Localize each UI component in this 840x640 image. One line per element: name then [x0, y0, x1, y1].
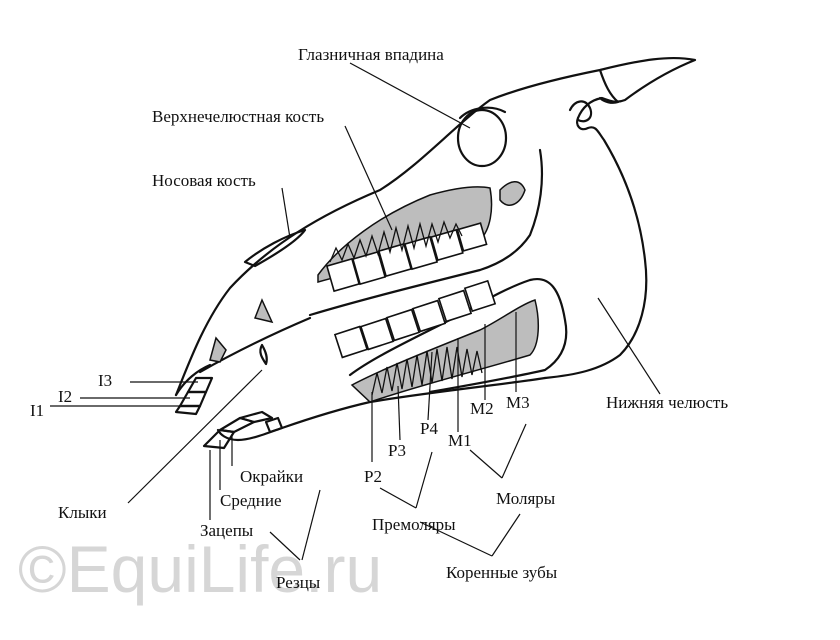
- orbit-rim: [458, 106, 507, 120]
- temporal-fossa: [499, 181, 526, 206]
- canine-tooth: [259, 343, 268, 366]
- label-p3: P3: [388, 441, 406, 460]
- label-m2: M2: [470, 399, 494, 418]
- label-p2: P2: [364, 467, 382, 486]
- leader-premolars-1: [379, 487, 417, 509]
- palate-line: [198, 316, 312, 374]
- leader-p4: [427, 351, 433, 421]
- mandible-outline: [216, 376, 547, 442]
- occipital-outline: [543, 116, 648, 380]
- label-i2: I2: [58, 387, 72, 406]
- upper-incisors: [174, 376, 214, 416]
- facial-crest: [308, 148, 544, 317]
- leader-reztsy-1: [269, 531, 301, 561]
- leader-molars-1: [469, 449, 503, 479]
- leader-maxilla: [344, 125, 393, 231]
- muzzle-upper: [174, 363, 212, 397]
- nasal-bone: [243, 228, 307, 268]
- upper-roots: [329, 219, 463, 263]
- leader-cheek-1: [419, 521, 493, 557]
- leader-p3: [397, 385, 401, 441]
- leader-mandible: [597, 297, 661, 395]
- leader-orbit: [349, 62, 471, 129]
- label-mandible: Нижняя челюсть: [606, 393, 728, 412]
- label-okrayki: Окрайки: [240, 467, 303, 486]
- label-maxilla: Верхнечелюстная кость: [152, 107, 324, 126]
- label-zatsepy: Зацепы: [200, 521, 254, 540]
- label-i3: I3: [98, 371, 112, 390]
- incisive-notch: [209, 336, 227, 363]
- condyle: [568, 100, 593, 123]
- label-nasal: Носовая кость: [152, 171, 256, 190]
- leader-canines: [127, 369, 263, 504]
- leader-nasal: [281, 187, 291, 239]
- label-reztsy: Резцы: [276, 573, 321, 592]
- orbit: [456, 108, 508, 168]
- leader-molars-2: [501, 423, 527, 479]
- label-orbit: Глазничная впадина: [298, 45, 444, 64]
- nasal-notch: [253, 298, 274, 324]
- label-srednie: Средние: [220, 491, 282, 510]
- lower-roots: [371, 346, 483, 396]
- lower-incisors: [202, 410, 284, 450]
- upper-cheek-teeth: [325, 222, 488, 293]
- leader-cheek-2: [491, 513, 521, 557]
- label-i1: I1: [30, 401, 44, 420]
- poll-process: [598, 68, 620, 104]
- mandible-inner: [348, 277, 568, 394]
- leader-premolars-2: [415, 451, 433, 509]
- label-premolars: Премоляры: [372, 515, 456, 534]
- lower-cheek-teeth: [333, 279, 497, 359]
- label-m1: M1: [448, 431, 472, 450]
- lower-teeth-root-region: [350, 299, 540, 403]
- label-molars: Моляры: [496, 489, 556, 508]
- watermark: ©EquiLife.ru: [18, 532, 382, 606]
- label-m3: M3: [506, 393, 530, 412]
- label-canines: Клыки: [58, 503, 107, 522]
- label-cheek-teeth: Коренные зубы: [446, 563, 558, 582]
- leader-reztsy-2: [301, 489, 321, 561]
- label-p4: P4: [420, 419, 438, 438]
